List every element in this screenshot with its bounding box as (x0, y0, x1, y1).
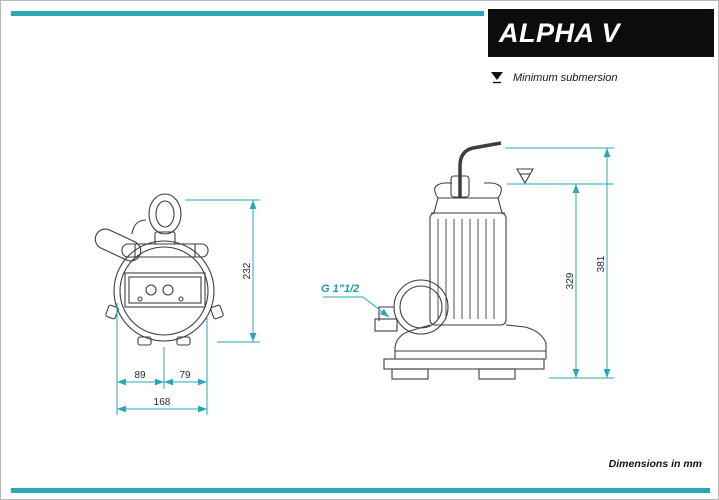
dimension-lines (116, 147, 614, 415)
pump-top-view (94, 193, 224, 346)
casing-circles (113, 240, 215, 342)
dimensions-note: Dimensions in mm (608, 458, 702, 470)
float-switch (94, 228, 142, 262)
dim-label-381: 381 (596, 255, 607, 272)
bottom-accent-bar (11, 488, 710, 493)
dim-label-232: 232 (242, 262, 253, 279)
float-cable (131, 219, 147, 235)
motor-body (429, 212, 507, 326)
discharge-port (374, 279, 449, 335)
dim-label-168: 168 (154, 397, 171, 408)
dim-label-329: 329 (565, 272, 576, 289)
legend: Minimum submersion (488, 70, 618, 86)
base-and-feet (383, 358, 545, 380)
volute-casing (394, 324, 547, 360)
dim-label-79: 79 (179, 370, 191, 381)
port-leader-line (323, 296, 390, 318)
pump-side-view (374, 141, 547, 380)
port-size-label: G 1"1/2 (321, 283, 359, 295)
cooling-ribs (437, 219, 495, 319)
min-submersion-icon (491, 72, 503, 84)
legend-label: Minimum submersion (513, 72, 618, 84)
terminal-box (124, 272, 206, 308)
power-cable (450, 141, 502, 198)
lifting-shackle (148, 193, 182, 245)
title-box: ALPHA V (488, 9, 714, 57)
top-accent-bar (11, 11, 484, 16)
motor-cap (431, 182, 505, 214)
casing-lugs (105, 304, 224, 346)
dim-label-89: 89 (134, 370, 146, 381)
page-title: ALPHA V (499, 17, 621, 48)
min-submersion-marker (516, 168, 534, 185)
